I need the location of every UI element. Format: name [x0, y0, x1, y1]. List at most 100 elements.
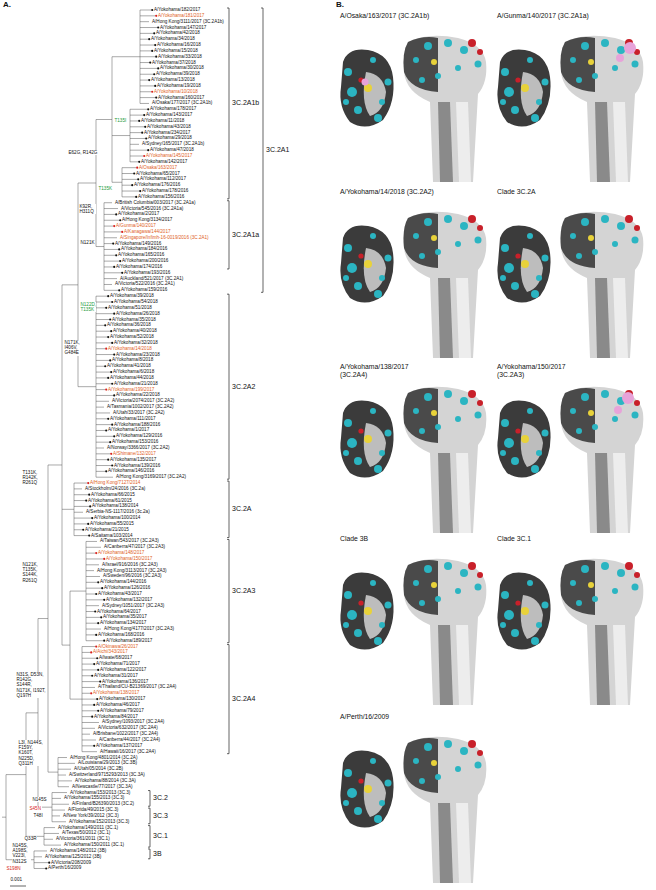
tree-branch — [104, 243, 112, 244]
strain-dot — [143, 155, 145, 157]
strain-dot — [110, 371, 112, 373]
tree-branch — [82, 710, 97, 711]
strain-label: A/Yokohama/125/2012 (3B) — [45, 854, 101, 860]
strain-label: A/Yokohama/126/2016 — [104, 585, 150, 591]
tree-branch — [104, 261, 119, 262]
tree-branch — [96, 325, 104, 326]
clade-bracket — [227, 200, 229, 201]
strain-dot — [149, 61, 151, 63]
strain-label: A/Yokohama/40/2018 — [113, 328, 157, 334]
panel-letter: A. — [3, 0, 11, 9]
clade-label: 3C.2A4 — [232, 695, 255, 703]
strain-dot — [145, 137, 147, 139]
tree-branch — [86, 547, 101, 548]
strain-label: A/Yokohama/21/2018 — [114, 381, 158, 387]
strain-dot — [105, 470, 107, 472]
strain-label: A/Yokohama/39/2018 — [110, 293, 154, 299]
tree-branch — [86, 541, 97, 542]
strain-dot — [153, 73, 155, 75]
strain-dot — [111, 424, 113, 426]
strain-dot — [103, 558, 105, 560]
mutation-label: N122D, T135K — [80, 302, 96, 312]
strain-label: A/Brisbane/1022/2017 (3C.2A4) — [93, 731, 158, 737]
clade-label: 3C.2A1b — [232, 99, 259, 107]
strain-dot — [139, 190, 141, 192]
clade-label: 3C.2A2 — [232, 383, 255, 391]
strain-label: A/Yokohama/2/2017 — [118, 211, 159, 217]
strain-label: A/Saitama/103/2014 — [91, 533, 133, 539]
strain-label: A/Yokohama/145/2017 — [146, 153, 192, 159]
strain-label: A/Utah/33/2017 (3C.2A2) — [113, 410, 165, 416]
tree-branch — [38, 618, 48, 619]
structure-caption: A/Yokohama/14/2018 (3C.2A2) — [340, 188, 435, 196]
tree-branch — [104, 284, 112, 285]
strain-label: A/Yokohama/54/2018 — [114, 299, 158, 305]
pink-patch — [362, 79, 369, 86]
strain-label: A/Yokohama/176/2016 — [134, 182, 180, 188]
strain-dot — [97, 669, 99, 671]
strain-label: A/Yokohama/29/2018 — [148, 135, 192, 141]
tree-branch — [82, 658, 96, 659]
strain-label: A/Switzerland/9715293/2013 (3C.3A) — [69, 772, 145, 778]
tree-branch — [96, 383, 111, 384]
strain-dot — [87, 523, 89, 525]
tree-branch — [104, 220, 119, 221]
tree-branch — [140, 103, 149, 104]
structure-caption: Clade 3C.1 — [497, 535, 592, 543]
tree-branch — [62, 284, 78, 285]
strain-label: A/Yokohama/43/2017 — [98, 591, 142, 597]
strain-label: A/Hong Kong/3111/2017 (3C.2A1b) — [152, 19, 224, 25]
tree-branch — [82, 693, 90, 694]
clade-label: 3C.2A3 — [232, 587, 255, 595]
tree-branch — [96, 337, 107, 338]
mutation-label: T48I — [33, 813, 43, 818]
structure-caption: A/Osaka/163/2017 (3C.2A1b) — [340, 12, 435, 20]
tree-branch — [52, 815, 60, 816]
tree-branch — [96, 477, 113, 478]
strain-label: A/Perth/16/2009 — [48, 865, 81, 871]
strain-dot — [157, 26, 159, 28]
strain-dot — [48, 862, 50, 864]
structure-caption: Clade 3B — [340, 535, 435, 543]
tree-branch — [104, 266, 113, 267]
strain-dot — [113, 394, 115, 396]
tree-branch — [2, 817, 6, 818]
tree-branch — [104, 226, 113, 227]
tree-branch — [96, 407, 104, 408]
strain-label: A/Hong Kong/4801/2014 (3C.2A) — [70, 755, 137, 761]
ha-structure — [340, 387, 486, 533]
tree-branch — [44, 845, 61, 846]
strain-dot — [95, 645, 97, 647]
strain-label: A/Victoria/361/2011 (3C.1) — [56, 836, 110, 842]
tree-branch — [140, 85, 154, 86]
strain-dot — [105, 348, 107, 350]
tree-branch — [78, 183, 96, 184]
tree-branch — [96, 418, 107, 419]
strain-dot — [91, 675, 93, 677]
tree-branch — [140, 91, 151, 92]
tree-branch — [52, 798, 61, 799]
clade-bracket — [148, 825, 150, 826]
tree-branch — [52, 804, 69, 805]
strain-label: A/Yokohama/15/2018 — [154, 48, 198, 54]
tree-branch — [104, 208, 118, 209]
strain-label: A/Yokohama/130/2017 — [99, 696, 145, 702]
tree-branch — [86, 564, 99, 565]
clade-bracket — [227, 479, 229, 480]
tree-branch — [96, 307, 105, 308]
tree-branch — [74, 488, 82, 489]
strain-dot — [135, 196, 137, 198]
ha-structure — [497, 559, 643, 705]
tree-branch — [122, 179, 137, 180]
strain-dot — [153, 32, 155, 34]
tree-branch — [96, 377, 107, 378]
tree-branch — [122, 191, 139, 192]
strain-label: A/Thailand/CU-B21369/2017 (3C.2A4) — [98, 684, 176, 690]
strain-dot — [107, 377, 109, 379]
strain-dot — [154, 44, 156, 46]
tree-branch — [104, 231, 121, 232]
tree-branch — [34, 868, 45, 869]
clade-bracket — [227, 539, 229, 540]
tree-branch — [74, 500, 85, 501]
